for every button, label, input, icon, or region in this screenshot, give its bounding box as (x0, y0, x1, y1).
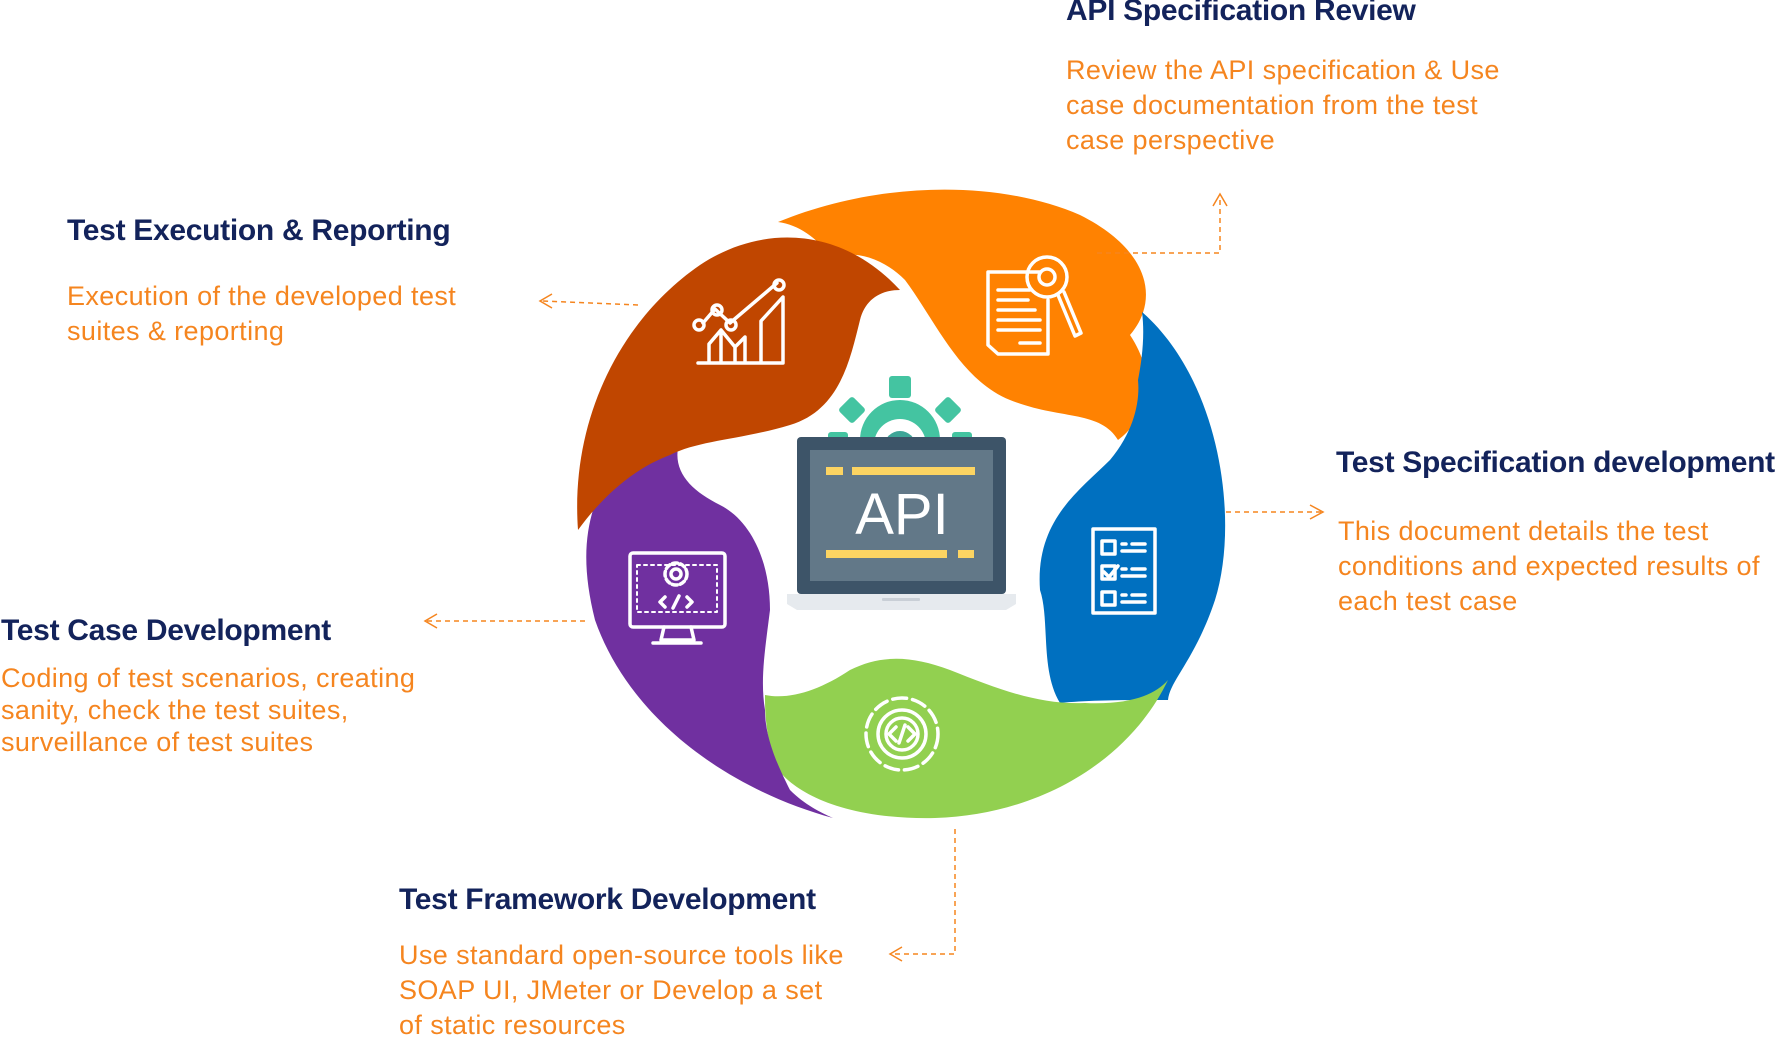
petal-test-framework-dev (765, 658, 1168, 819)
petal-group (577, 189, 1226, 819)
screen-line (826, 550, 947, 558)
desc-line: Execution of the developed test (67, 281, 457, 311)
arrow-test-spec-dev (1309, 504, 1325, 520)
laptop-base (787, 594, 1016, 610)
screen-line (826, 467, 843, 475)
desc-line: This document details the test (1338, 516, 1709, 546)
desc-line: conditions and expected results of (1338, 551, 1760, 581)
desc-line: surveillance of test suites (1, 727, 314, 757)
arrow-test-case-dev (423, 613, 438, 629)
desc-line: Use standard open-source tools like (399, 940, 844, 970)
desc-line: case perspective (1066, 125, 1276, 155)
desc-line: sanity, check the test suites, (1, 695, 349, 725)
step-desc-test-framework-dev: Use standard open-source tools like SOAP… (399, 938, 844, 1043)
laptop-illustration: API (787, 376, 1016, 610)
step-desc-test-exec-report: Execution of the developed test suites &… (67, 279, 456, 349)
petal-test-spec-dev (1039, 312, 1226, 703)
connector-api-spec-review (1097, 196, 1221, 254)
step-desc-test-spec-dev: This document details the test condition… (1338, 514, 1760, 619)
document-magnifier-icon (986, 255, 1083, 356)
step-title-test-framework-dev: Test Framework Development (399, 883, 816, 916)
screen-line (958, 550, 974, 558)
desc-line: case documentation from the test (1066, 90, 1479, 120)
step-title-test-exec-report: Test Execution & Reporting (67, 214, 451, 247)
connector-test-exec-report (541, 300, 639, 306)
step-desc-api-spec-review: Review the API specification & Use case … (1066, 53, 1500, 158)
connector-test-framework-dev (892, 829, 956, 955)
desc-line: Coding of test scenarios, creating (1, 663, 416, 693)
growth-chart-icon (692, 278, 786, 365)
step-desc-test-case-dev: Coding of test scenarios, creating sanit… (1, 662, 415, 758)
petal-api-spec-review (778, 189, 1147, 440)
monitor-gear-code-icon (628, 551, 727, 645)
step-title-api-spec-review: API Specification Review (1066, 0, 1416, 27)
api-label: API (855, 482, 949, 547)
desc-line: SOAP UI, JMeter or Develop a set (399, 975, 823, 1005)
desc-line: Review the API specification & Use (1066, 55, 1500, 85)
laptop-trackpad (882, 598, 920, 601)
arrow-test-framework-dev (888, 946, 903, 962)
step-title-test-spec-dev: Test Specification development (1336, 446, 1775, 479)
desc-line: of static resources (399, 1010, 626, 1040)
checklist-icon (1091, 527, 1157, 615)
petal-test-exec-report (577, 237, 900, 530)
arrow-test-exec-report (538, 293, 553, 309)
gear-code-icon (864, 696, 940, 772)
desc-line: each test case (1338, 586, 1518, 616)
screen-line (852, 467, 975, 475)
connector-group (423, 192, 1325, 962)
step-title-test-case-dev: Test Case Development (1, 614, 331, 647)
petal-test-case-dev (586, 440, 833, 818)
arrow-api-spec-review (1212, 192, 1228, 207)
desc-line: suites & reporting (67, 316, 285, 346)
